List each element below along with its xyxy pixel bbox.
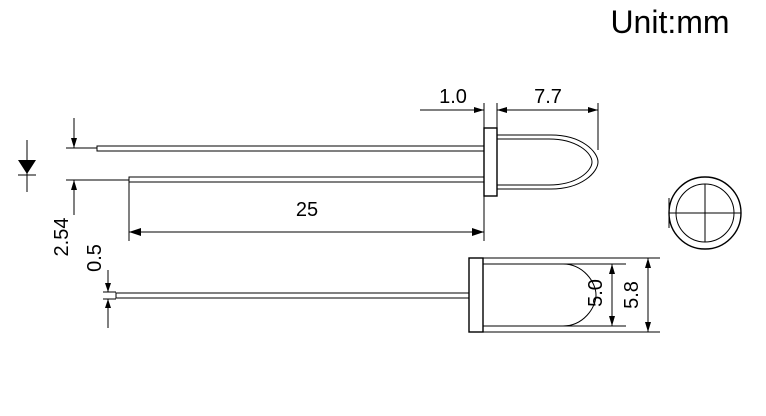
diode-symbol-icon (18, 140, 36, 192)
flange-top (483, 127, 498, 197)
dim-lead-spacing: 2.54 (51, 218, 73, 257)
lens-dome-top (497, 134, 599, 190)
dim-lead-length: 25 (296, 199, 318, 221)
lead-long (96, 145, 485, 152)
dim-lens-length: 7.7 (534, 86, 562, 108)
top-view: 1.0 7.7 25 2.54 (18, 86, 599, 257)
dim-flange-diameter: 5.8 (621, 281, 643, 309)
lens-inner-top (497, 138, 593, 186)
lead-side (115, 292, 470, 299)
flange-side (468, 257, 484, 333)
front-view (668, 176, 742, 250)
dim-lead-width: 0.5 (84, 244, 106, 272)
lead-short (128, 176, 485, 183)
dim-flange-thickness: 1.0 (439, 86, 467, 108)
lens-dome-side (483, 263, 597, 327)
unit-label: Unit:mm (610, 4, 729, 40)
dim-lens-diameter: 5.0 (585, 279, 607, 307)
side-view: 0.5 5.0 5.8 (84, 244, 660, 333)
